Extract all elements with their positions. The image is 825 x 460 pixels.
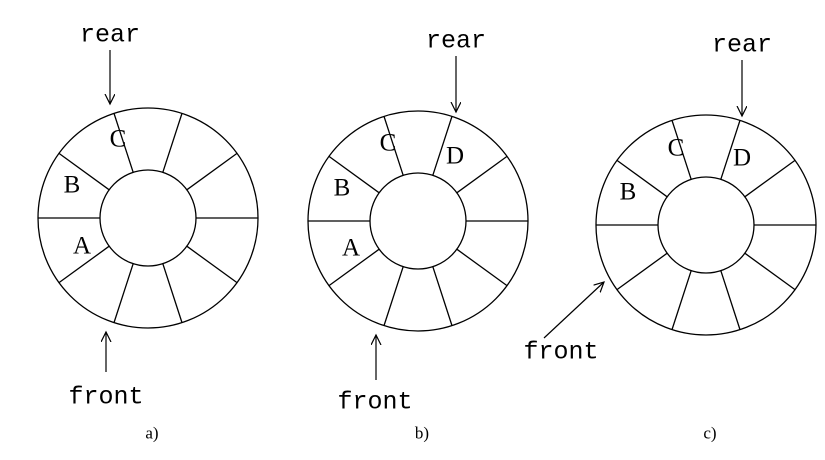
queue-b-cell-3: D bbox=[446, 143, 464, 170]
queue-a-dividers bbox=[38, 113, 258, 323]
queue-b-inner-ring bbox=[369, 172, 467, 270]
queue-b-caption: b) bbox=[415, 424, 429, 443]
slot-divider bbox=[186, 245, 238, 284]
slot-divider bbox=[720, 270, 741, 330]
slot-divider bbox=[113, 263, 134, 323]
queue-a: A B C rear front a) bbox=[37, 21, 259, 443]
slot-divider bbox=[383, 266, 404, 326]
queue-c-cell-1: B bbox=[620, 179, 637, 206]
queue-c-cell-2: C bbox=[668, 135, 685, 162]
queue-a-caption: a) bbox=[145, 424, 158, 443]
slot-divider bbox=[383, 116, 404, 176]
slot-divider bbox=[456, 248, 508, 287]
slot-divider bbox=[456, 155, 508, 194]
queue-b: A B C D rear front b) bbox=[307, 27, 529, 443]
queue-b-cell-2: C bbox=[380, 130, 397, 157]
queue-b-rear-label: rear bbox=[426, 27, 486, 56]
queue-c-front-arrow bbox=[543, 282, 604, 339]
queue-a-inner-ring bbox=[99, 169, 197, 267]
queue-c-dividers bbox=[596, 120, 816, 330]
queue-a-cell-1: B bbox=[64, 172, 81, 199]
slot-divider bbox=[432, 266, 453, 326]
queue-c-inner-ring bbox=[657, 176, 755, 274]
slot-divider bbox=[162, 113, 183, 173]
queue-a-rear-label: rear bbox=[80, 21, 140, 50]
slot-divider bbox=[328, 155, 380, 194]
queue-b-cell-0: A bbox=[342, 235, 360, 262]
queue-b-front-label: front bbox=[337, 388, 412, 417]
queue-c-caption: c) bbox=[703, 424, 716, 443]
queue-a-front-label: front bbox=[68, 383, 143, 412]
queue-c-cell-3: D bbox=[733, 145, 751, 172]
slot-divider bbox=[671, 270, 692, 330]
slot-divider bbox=[671, 120, 692, 180]
slot-divider bbox=[162, 263, 183, 323]
queue-b-dividers bbox=[308, 116, 528, 326]
slot-divider bbox=[720, 120, 741, 180]
slot-divider bbox=[328, 248, 380, 287]
queue-c: B C D rear front c) bbox=[523, 31, 817, 443]
queue-c-front-label: front bbox=[523, 338, 598, 367]
slot-divider bbox=[58, 245, 110, 284]
slot-divider bbox=[432, 116, 453, 176]
queue-b-cell-1: B bbox=[334, 175, 351, 202]
slot-divider bbox=[186, 152, 238, 191]
queue-a-cell-2: C bbox=[110, 126, 127, 153]
slot-divider bbox=[744, 159, 796, 198]
slot-divider bbox=[113, 113, 134, 173]
queue-c-rear-label: rear bbox=[712, 31, 772, 60]
slot-divider bbox=[58, 152, 110, 191]
slot-divider bbox=[616, 159, 668, 198]
queue-a-cell-0: A bbox=[73, 233, 91, 260]
slot-divider bbox=[744, 252, 796, 291]
slot-divider bbox=[616, 252, 668, 291]
